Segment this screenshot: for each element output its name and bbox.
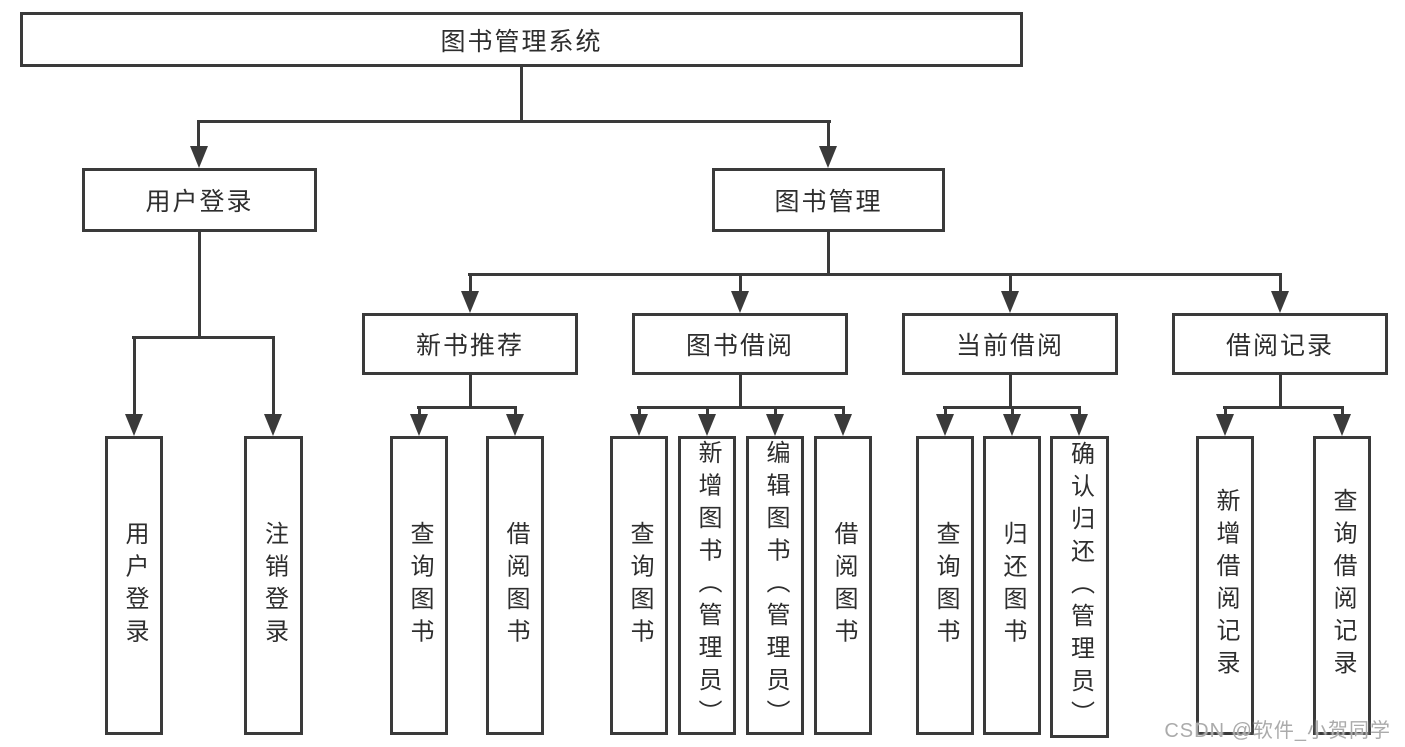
connector-line-v (706, 406, 709, 418)
arrowhead-down-icon (731, 291, 749, 313)
node-current-borrowing: 当前借阅 (902, 313, 1118, 375)
connector-line-v (418, 406, 421, 418)
node-label: 借阅图书 (830, 520, 857, 651)
node-label: 新增借阅记录 (1212, 488, 1239, 683)
connector-line-v (1224, 406, 1227, 418)
leaf-confirm-return-admin: 确认归还（管理员） (1050, 436, 1109, 738)
connector-line-h (637, 406, 845, 409)
arrowhead-down-icon (1003, 414, 1021, 436)
leaf-query-borrow-record: 查询借阅记录 (1313, 436, 1371, 735)
leaf-user-login: 用户登录 (105, 436, 163, 735)
connector-line-v (774, 406, 777, 418)
connector-line-v (1011, 406, 1014, 418)
connector-line-h (132, 336, 275, 339)
node-label: 用户登录 (121, 520, 148, 651)
node-label: 当前借阅 (955, 332, 1064, 360)
connector-line-v (469, 273, 472, 293)
connector-line-v (739, 375, 742, 406)
node-label: 图书借阅 (685, 332, 794, 360)
arrowhead-down-icon (1216, 414, 1234, 436)
connector-line-h (1223, 406, 1344, 409)
node-label: 归还图书 (999, 520, 1026, 651)
connector-line-v (1279, 273, 1282, 293)
node-label: 借阅图书 (502, 520, 529, 651)
connector-line-v (1279, 375, 1282, 406)
node-label: 查询图书 (626, 520, 653, 651)
node-label: 查询图书 (406, 520, 433, 651)
arrowhead-down-icon (1333, 414, 1351, 436)
connector-line-v (1341, 406, 1344, 418)
arrowhead-down-icon (264, 414, 282, 436)
connector-line-v (638, 406, 641, 418)
leaf-borrow-books-recommend: 借阅图书 (486, 436, 544, 735)
connector-line-v (827, 120, 830, 150)
arrowhead-down-icon (461, 291, 479, 313)
arrowhead-down-icon (936, 414, 954, 436)
arrowhead-down-icon (1070, 414, 1088, 436)
node-user-login-branch: 用户登录 (82, 168, 317, 232)
leaf-query-books-current: 查询图书 (916, 436, 974, 735)
connector-line-h (417, 406, 517, 409)
arrowhead-down-icon (410, 414, 428, 436)
arrowhead-down-icon (766, 414, 784, 436)
connector-line-v (842, 406, 845, 418)
connector-line-v (198, 232, 201, 336)
connector-line-v (944, 406, 947, 418)
node-borrowing-records: 借阅记录 (1172, 313, 1388, 375)
node-label: 图书管理系统 (440, 27, 603, 56)
node-book-borrowing: 图书借阅 (632, 313, 848, 375)
node-new-book-recommendation: 新书推荐 (362, 313, 578, 375)
connector-line-h (468, 273, 1282, 276)
leaf-edit-books-admin: 编辑图书（管理员） (746, 436, 804, 735)
arrowhead-down-icon (819, 146, 837, 168)
node-label: 新增图书（管理员） (694, 439, 721, 732)
connector-line-v (827, 232, 830, 273)
node-label: 查询图书 (932, 520, 959, 651)
node-label: 编辑图书（管理员） (762, 439, 789, 732)
arrowhead-down-icon (630, 414, 648, 436)
leaf-query-books-borrowing: 查询图书 (610, 436, 668, 735)
node-label: 新书推荐 (415, 332, 524, 360)
connector-line-v (1009, 375, 1012, 406)
connector-line-v (133, 336, 136, 418)
connector-line-v (469, 375, 472, 406)
connector-line-v (1009, 273, 1012, 293)
node-label: 借阅记录 (1225, 332, 1334, 360)
arrowhead-down-icon (125, 414, 143, 436)
connector-line-h (197, 120, 831, 123)
arrowhead-down-icon (698, 414, 716, 436)
node-label: 查询借阅记录 (1329, 488, 1356, 683)
connector-line-v (520, 67, 523, 120)
connector-line-v (272, 336, 275, 418)
leaf-logout: 注销登录 (244, 436, 303, 735)
node-label: 确认归还（管理员） (1066, 441, 1094, 733)
arrowhead-down-icon (1271, 291, 1289, 313)
arrowhead-down-icon (1001, 291, 1019, 313)
arrowhead-down-icon (834, 414, 852, 436)
leaf-add-books-admin: 新增图书（管理员） (678, 436, 736, 735)
node-label: 用户登录 (145, 188, 254, 216)
connector-line-v (739, 273, 742, 293)
leaf-query-books-recommend: 查询图书 (390, 436, 448, 735)
leaf-borrow-books-borrowing: 借阅图书 (814, 436, 872, 735)
node-label: 图书管理 (774, 188, 883, 216)
node-library-management-system: 图书管理系统 (20, 12, 1023, 67)
node-book-management-branch: 图书管理 (712, 168, 945, 232)
connector-line-v (197, 120, 200, 150)
node-label: 注销登录 (260, 520, 288, 651)
leaf-return-books: 归还图书 (983, 436, 1041, 735)
arrowhead-down-icon (190, 146, 208, 168)
connector-line-v (514, 406, 517, 418)
connector-line-v (1078, 406, 1081, 418)
arrowhead-down-icon (506, 414, 524, 436)
leaf-add-borrow-record: 新增借阅记录 (1196, 436, 1254, 735)
csdn-watermark: CSDN @软件_小贺同学 (1164, 720, 1391, 742)
